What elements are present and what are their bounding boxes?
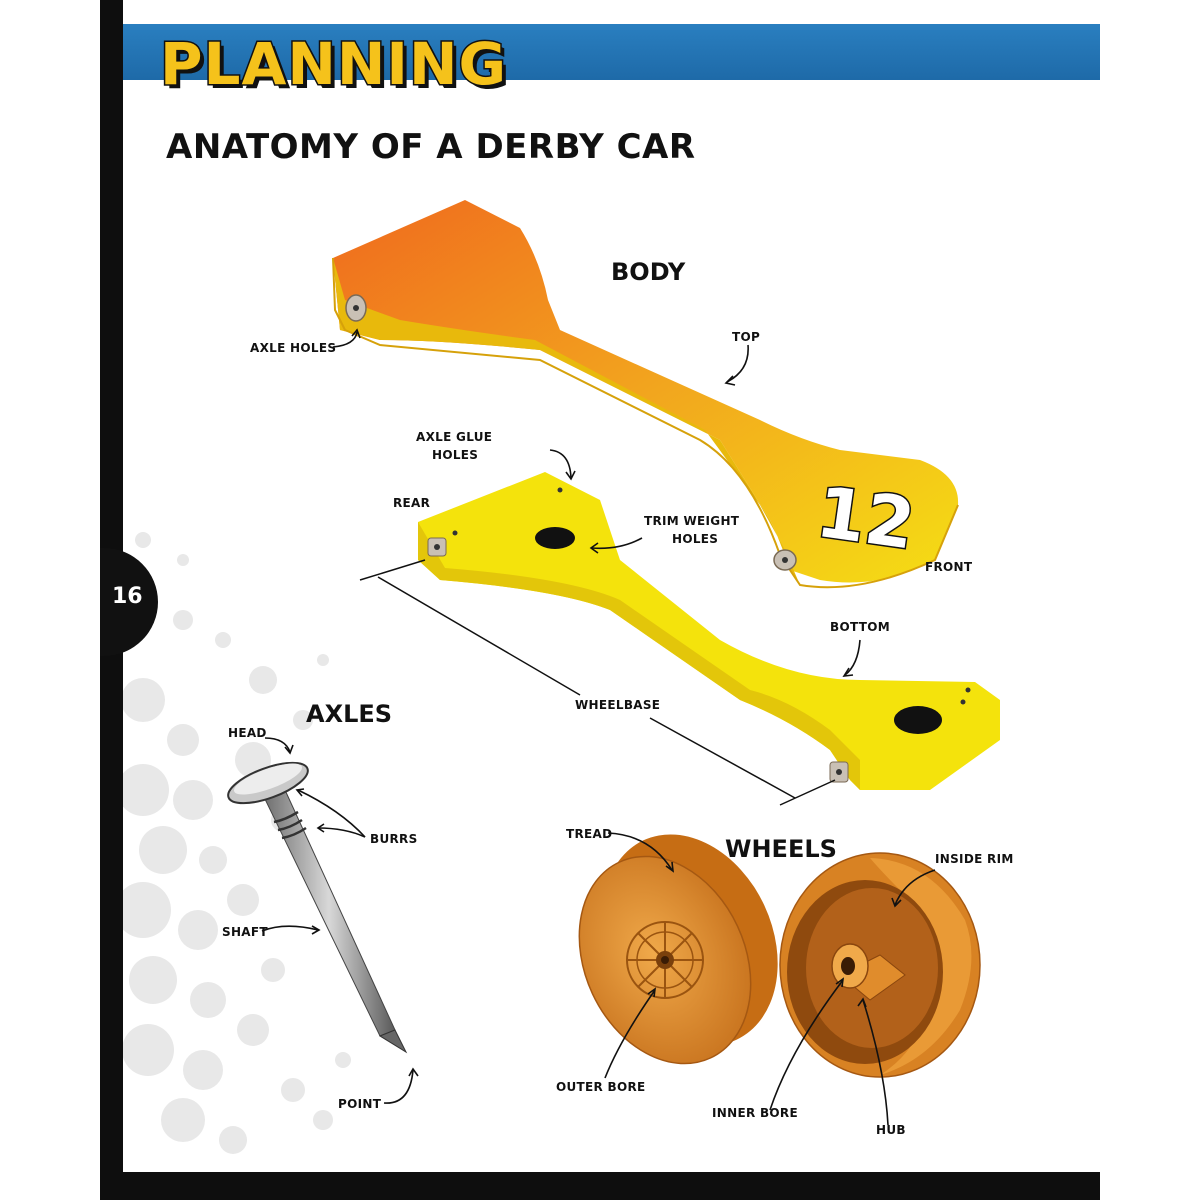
axle-callout-arrows xyxy=(261,737,419,1104)
wheelbase-lines xyxy=(359,559,836,806)
label-bottom: BOTTOM xyxy=(830,620,890,634)
body-bottom-surface xyxy=(418,472,1000,790)
page-number: 16 xyxy=(112,584,143,609)
rear-weight-hole xyxy=(535,527,575,549)
wheel-inner-view xyxy=(779,852,981,1078)
label-inner-bore: INNER BORE xyxy=(712,1106,798,1120)
section-banner xyxy=(123,24,1100,80)
body-section-title: BODY xyxy=(611,258,686,286)
label-axle-glue-holes-line2: HOLES xyxy=(432,448,479,462)
label-tread: TREAD xyxy=(566,827,613,841)
label-axle-holes: AXLE HOLES xyxy=(250,341,337,355)
car-body-bottom-view xyxy=(418,472,1000,790)
body-side-shading xyxy=(333,258,800,585)
label-inside-rim: INSIDE RIM xyxy=(935,852,1014,866)
wheels-section-title: WHEELS xyxy=(725,835,837,863)
page-border-bottom xyxy=(100,1172,1100,1200)
body-top-surface xyxy=(333,200,959,583)
nail-shaft xyxy=(262,789,396,1037)
label-front: FRONT xyxy=(925,560,973,574)
nail-point xyxy=(378,1029,408,1054)
wheel-callout-arrows xyxy=(604,832,936,1126)
car-body-top-view: 12 xyxy=(332,200,959,589)
label-wheelbase: WHEELBASE xyxy=(575,698,661,712)
wheel-inner-bore xyxy=(841,957,855,975)
label-point: POINT xyxy=(338,1097,382,1111)
label-burrs: BURRS xyxy=(370,832,418,846)
car-number: 12 xyxy=(812,471,920,566)
label-head: HEAD xyxy=(228,726,267,740)
axles-section-title: AXLES xyxy=(306,700,393,728)
axle-nail xyxy=(227,761,408,1054)
label-axle-glue-holes-line1: AXLE GLUE xyxy=(416,430,493,444)
outer-margin xyxy=(0,0,100,1200)
label-rear: REAR xyxy=(393,496,431,510)
page-title: ANATOMY OF A DERBY CAR xyxy=(166,127,696,167)
front-weight-hole xyxy=(894,706,942,734)
label-trim-weight-holes-line2: HOLES xyxy=(672,532,719,546)
label-outer-bore: OUTER BORE xyxy=(556,1080,646,1094)
wheel-outer-view xyxy=(578,834,778,1065)
label-trim-weight-holes-line1: TRIM WEIGHT xyxy=(644,514,740,528)
section-title: PLANNING xyxy=(158,29,508,100)
label-shaft: SHAFT xyxy=(222,925,268,939)
label-top: TOP xyxy=(732,330,761,344)
label-hub: HUB xyxy=(876,1123,906,1137)
body-callout-arrows xyxy=(332,328,861,677)
